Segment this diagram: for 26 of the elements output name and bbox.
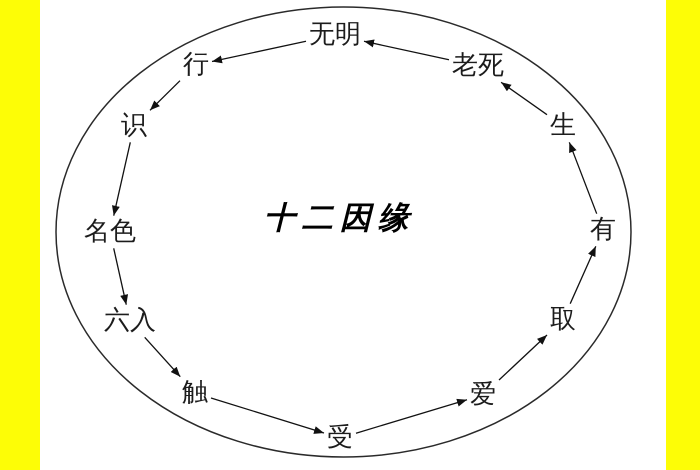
arrow — [112, 142, 131, 216]
stage-label: 触 — [179, 376, 211, 410]
stage-label: 生 — [547, 110, 579, 142]
arrow — [500, 82, 548, 116]
center-title: 十二因缘 — [264, 200, 416, 236]
stage-label: 名色 — [81, 216, 139, 248]
stage-label: 六入 — [101, 304, 159, 338]
arrow — [150, 80, 180, 111]
stage-label: 老死 — [449, 50, 507, 82]
stage-label: 行 — [180, 48, 212, 82]
stage-label: 取 — [547, 304, 579, 336]
cycle-ellipse — [55, 6, 632, 458]
stage-label: 识 — [118, 110, 150, 142]
stage-label: 爱 — [467, 378, 499, 412]
arrow — [568, 142, 598, 214]
arrow — [364, 40, 450, 60]
stage-label: 无明 — [306, 18, 364, 52]
arrow — [113, 248, 128, 305]
arrow — [144, 336, 181, 378]
arrow — [498, 334, 548, 380]
arrow — [212, 40, 306, 64]
stage-label: 受 — [324, 422, 356, 454]
stage-label: 有 — [587, 214, 619, 246]
arrow — [356, 398, 468, 434]
arrow — [210, 397, 324, 434]
arrow — [570, 246, 596, 304]
